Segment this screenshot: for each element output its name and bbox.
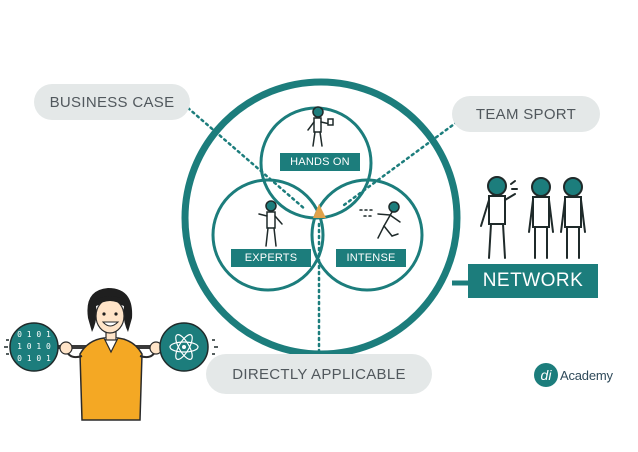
di-academy-logo-icon: di (534, 363, 558, 387)
team-sport-label: TEAM SPORT (452, 96, 600, 132)
person-shirt (79, 337, 143, 421)
svg-text:di: di (541, 367, 553, 383)
svg-text:0 1 0 1: 0 1 0 1 (17, 354, 51, 363)
venn-circle-experts (211, 178, 325, 292)
hands-on-tag: HANDS ON (280, 153, 360, 171)
intense-figure-icon (359, 201, 401, 239)
experts-tag: EXPERTS (231, 249, 311, 267)
experts-figure-icon (258, 200, 283, 247)
svg-text:0 1 0 1: 0 1 0 1 (17, 330, 51, 339)
intense-tag: INTENSE (336, 249, 406, 267)
center-triangle (313, 204, 326, 218)
team-sport-leader (342, 120, 459, 207)
svg-text:1 0 1 0: 1 0 1 0 (17, 342, 51, 351)
barbell-person-illustration: 0 1 0 1 1 0 1 0 0 1 0 1 (4, 288, 218, 421)
academy-logo-text: Academy (560, 368, 613, 383)
hands-on-figure-icon (307, 106, 334, 147)
network-people-icon (480, 176, 586, 259)
business-case-leader (186, 106, 308, 212)
venn-circle-intense (310, 178, 424, 292)
person-face (95, 298, 125, 334)
binary-plate-icon (9, 322, 59, 372)
business-case-label: BUSINESS CASE (34, 84, 190, 120)
directly-applicable-label: DIRECTLY APPLICABLE (206, 354, 432, 394)
network-label: NETWORK (468, 264, 598, 298)
